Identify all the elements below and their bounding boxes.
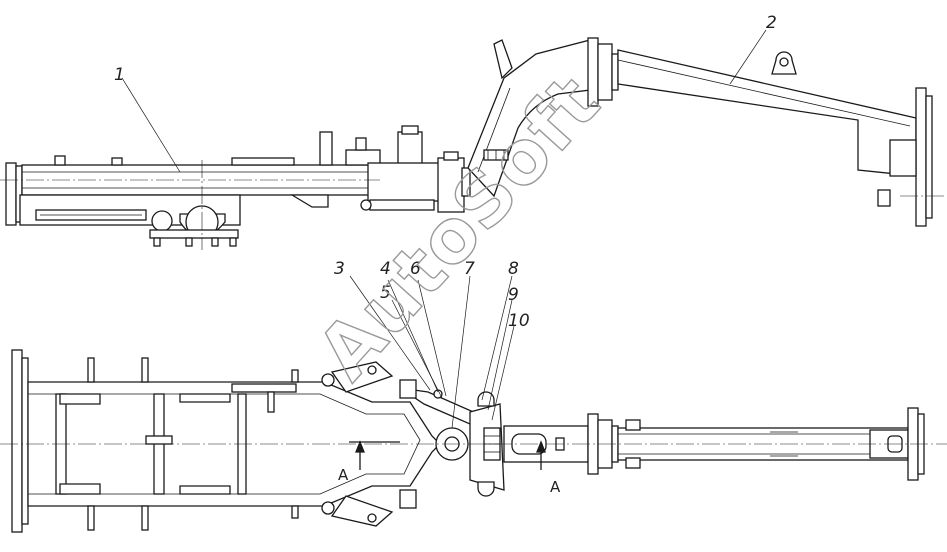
callout-3: 3 (334, 259, 345, 279)
callout-2: 2 (766, 13, 777, 33)
callout-5: 5 (380, 283, 391, 303)
callout-8: 8 (508, 259, 519, 279)
callout-7: 7 (464, 259, 475, 279)
section-mark-left: A (338, 466, 349, 484)
side-view (0, 37, 947, 250)
callout-1: 1 (114, 65, 125, 85)
watermark-text: AutoSoft (301, 59, 616, 396)
callout-6: 6 (410, 259, 421, 279)
callout-9: 9 (508, 285, 519, 305)
leader-lines (121, 29, 767, 429)
callout-10: 10 (508, 311, 530, 331)
callout-4: 4 (380, 259, 391, 279)
plan-view (0, 349, 947, 533)
section-mark-right: A (550, 478, 561, 496)
